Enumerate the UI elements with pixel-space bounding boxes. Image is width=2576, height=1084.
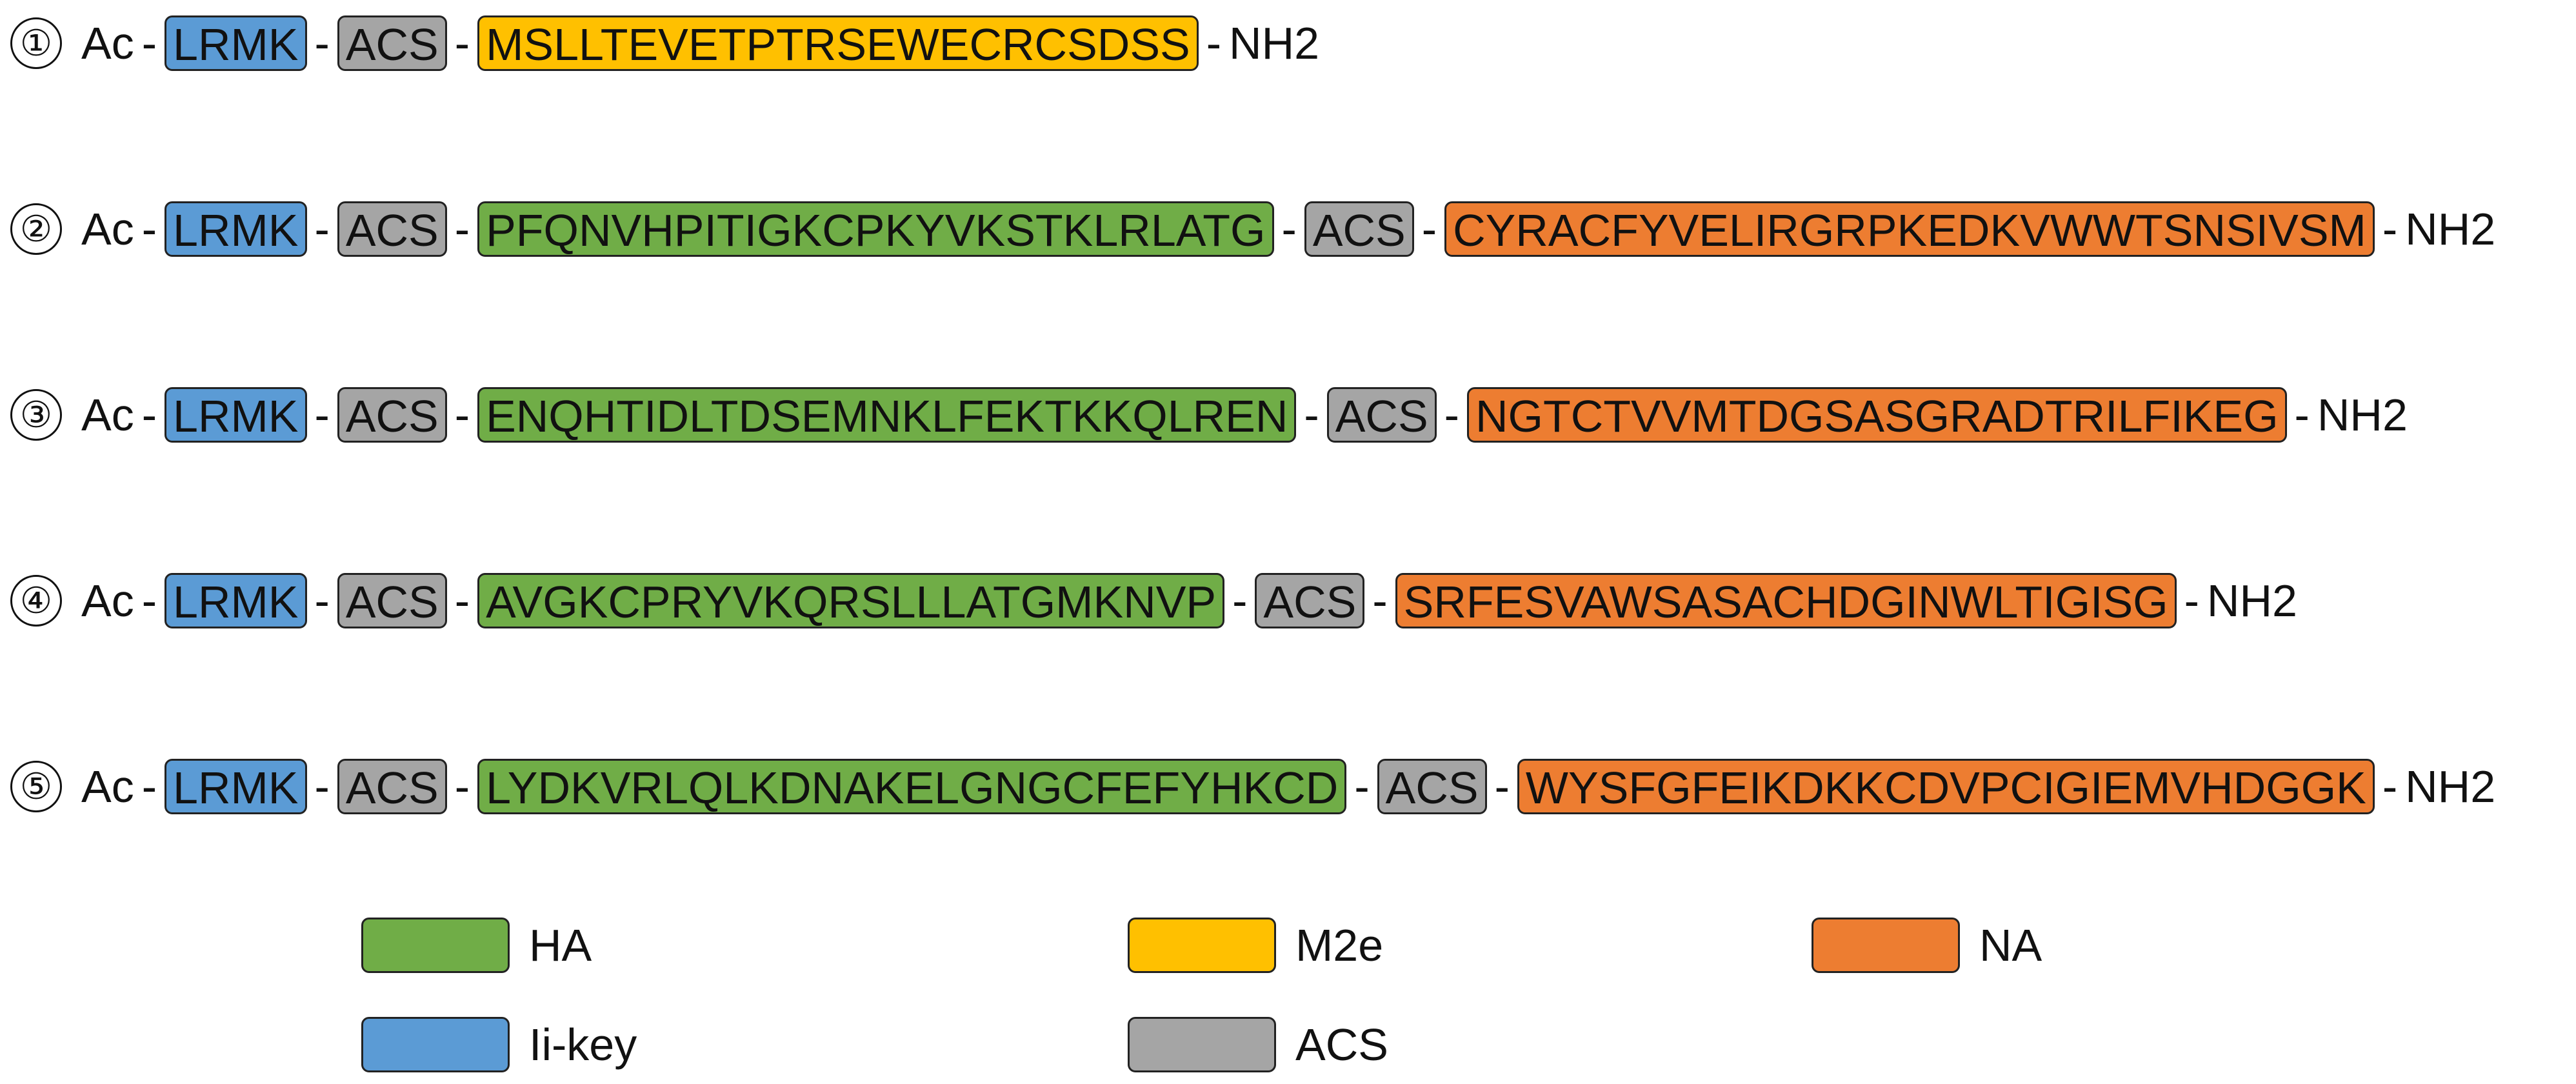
linker-dash: -	[141, 576, 157, 626]
n-terminus-label: Ac	[81, 761, 134, 812]
linker-dash: -	[454, 204, 470, 254]
linker-dash: -	[141, 761, 157, 812]
segment-acs: ACS	[337, 759, 447, 814]
legend-item-ha: HA	[361, 916, 592, 974]
linker-dash: -	[1444, 390, 1459, 440]
linker-dash: -	[1354, 761, 1370, 812]
segment-ii-key: LRMK	[165, 15, 307, 71]
legend-label: ACS	[1295, 1019, 1388, 1070]
segment-acs: ACS	[1255, 573, 1365, 628]
linker-dash: -	[141, 18, 157, 68]
c-terminus-label: NH2	[2317, 390, 2408, 440]
legend-label: HA	[529, 920, 592, 970]
legend-swatch	[1128, 918, 1276, 973]
linker-dash: -	[1421, 204, 1437, 254]
segment-acs: ACS	[337, 573, 447, 628]
construct-number: ②	[10, 203, 62, 255]
c-terminus-label: NH2	[2206, 576, 2297, 626]
segment-acs: ACS	[1304, 201, 1414, 257]
legend-item-na: NA	[1812, 916, 2042, 974]
c-terminus-label: NH2	[2405, 204, 2496, 254]
legend-item-acs: ACS	[1128, 1016, 1388, 1074]
segment-acs: ACS	[337, 201, 447, 257]
linker-dash: -	[454, 576, 470, 626]
n-terminus-label: Ac	[81, 18, 134, 68]
linker-dash: -	[141, 390, 157, 440]
linker-dash: -	[1494, 761, 1510, 812]
legend-swatch	[361, 1017, 510, 1072]
linker-dash: -	[314, 761, 330, 812]
segment-acs: ACS	[337, 15, 447, 71]
legend-label: NA	[1979, 920, 2042, 970]
legend-label: Ii-key	[529, 1019, 637, 1070]
construct-number: ③	[10, 389, 62, 441]
c-terminus-label: NH2	[1229, 18, 1320, 68]
segment-ha: PFQNVHPITIGKCPKYVKSTKLRLATG	[477, 201, 1274, 257]
legend-swatch	[361, 918, 510, 973]
segment-na: SRFESVAWSASACHDGINWLTIGISG	[1395, 573, 2177, 628]
linker-dash: -	[314, 204, 330, 254]
segment-ii-key: LRMK	[165, 573, 307, 628]
legend-item-m2e: M2e	[1128, 916, 1383, 974]
linker-dash: -	[314, 576, 330, 626]
linker-dash: -	[454, 761, 470, 812]
segment-acs: ACS	[337, 387, 447, 443]
legend-label: M2e	[1295, 920, 1384, 970]
linker-dash: -	[1232, 576, 1248, 626]
c-terminus-label: NH2	[2405, 761, 2496, 812]
segment-m2e: MSLLTEVETPTRSEWECRCSDSS	[477, 15, 1199, 71]
segment-na: WYSFGFEIKDKKCDVPCIGIEMVHDGGK	[1517, 759, 2375, 814]
linker-dash: -	[1281, 204, 1297, 254]
linker-dash: -	[141, 204, 157, 254]
n-terminus-label: Ac	[81, 576, 134, 626]
segment-ha: ENQHTIDLTDSEMNKLFEKTKKQLREN	[477, 387, 1297, 443]
segment-ii-key: LRMK	[165, 387, 307, 443]
linker-dash: -	[454, 390, 470, 440]
linker-dash: -	[314, 390, 330, 440]
n-terminus-label: Ac	[81, 204, 134, 254]
linker-dash: -	[454, 18, 470, 68]
legend-swatch	[1128, 1017, 1276, 1072]
linker-dash: -	[1206, 18, 1222, 68]
segment-ha: AVGKCPRYVKQRSLLLATGMKNVP	[477, 573, 1225, 628]
construct-number: ⑤	[10, 761, 62, 812]
linker-dash: -	[314, 18, 330, 68]
linker-dash: -	[1372, 576, 1388, 626]
segment-ii-key: LRMK	[165, 759, 307, 814]
linker-dash: -	[2294, 390, 2310, 440]
n-terminus-label: Ac	[81, 390, 134, 440]
construct-number: ④	[10, 575, 62, 627]
segment-ii-key: LRMK	[165, 201, 307, 257]
segment-na: NGTCTVVMTDGSASGRADTRILFIKEG	[1466, 387, 2287, 443]
segment-ha: LYDKVRLQLKDNAKELGNGCFEFYHKCD	[477, 759, 1347, 814]
segment-acs: ACS	[1326, 387, 1437, 443]
linker-dash: -	[2382, 761, 2398, 812]
construct-number: ①	[10, 17, 62, 69]
segment-na: CYRACFYVELIRGRPKEDKVWWTSNSIVSM	[1444, 201, 2375, 257]
segment-acs: ACS	[1377, 759, 1487, 814]
legend-swatch	[1812, 918, 1960, 973]
linker-dash: -	[2184, 576, 2199, 626]
legend-item-ii-key: Ii-key	[361, 1016, 637, 1074]
linker-dash: -	[1304, 390, 1319, 440]
linker-dash: -	[2382, 204, 2398, 254]
